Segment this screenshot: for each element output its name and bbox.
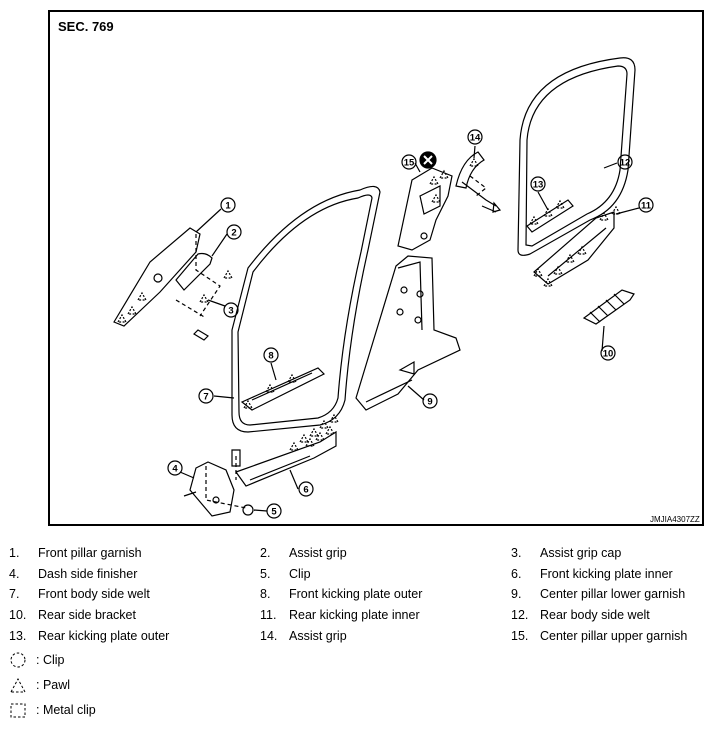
callout-leaders — [179, 145, 640, 512]
legend-text: Rear kicking plate outer — [38, 628, 170, 643]
metal-clip-symbol-icon — [10, 703, 26, 718]
legend-text: Assist grip cap — [540, 546, 622, 560]
callout-3: 3 — [228, 306, 233, 317]
legend-text: Front kicking plate outer — [289, 587, 423, 602]
pawl-markers — [116, 157, 622, 451]
legend-number: 9. — [511, 587, 522, 602]
callout-5: 5 — [271, 507, 277, 518]
dash-side-finisher — [183, 461, 235, 517]
clip-part — [242, 504, 254, 516]
callout-9: 9 — [427, 397, 432, 408]
not-reusable-icon — [419, 151, 437, 169]
legend-text: Assist grip — [289, 546, 347, 560]
legend-number: 7. — [9, 587, 20, 602]
pawl-symbol-icon — [10, 677, 26, 693]
center-pillar-upper-garnish — [397, 167, 453, 251]
front-kicking-plate-outer — [240, 367, 326, 411]
legend-number: 3. — [511, 546, 522, 560]
legend-number: 8. — [260, 587, 271, 602]
symbol-clip-row: : Clip — [8, 651, 64, 669]
symbol-pawl-label: : Pawl — [36, 678, 71, 692]
legend-number: 15. — [511, 628, 529, 643]
callout-2: 2 — [231, 228, 236, 239]
callout-15: 15 — [404, 158, 415, 169]
legend-number: 5. — [260, 566, 271, 581]
callout-circles — [167, 129, 654, 519]
callout-1: 1 — [225, 201, 231, 212]
legend-text: Dash side finisher — [38, 566, 138, 581]
symbol-metal-clip-row: : Metal clip — [8, 701, 96, 719]
callout-6: 6 — [303, 485, 308, 496]
legend-number: 10. — [9, 608, 27, 623]
legend-text: Front kicking plate inner — [540, 566, 673, 581]
legend-text: Assist grip — [289, 628, 347, 643]
legend-text: Front pillar garnish — [38, 546, 142, 560]
front-body-side-welt — [231, 185, 381, 433]
exploded-parts-diagram: 1 2 3 4 5 6 7 8 9 10 11 12 13 14 15 — [113, 57, 654, 519]
legend-number: 4. — [9, 566, 20, 581]
legend-number: 1. — [9, 546, 20, 560]
legend-number: 2. — [260, 546, 271, 560]
callout-7: 7 — [203, 392, 208, 403]
diagram-frame — [48, 10, 704, 526]
symbol-metal-clip-label: : Metal clip — [36, 703, 96, 717]
callout-14: 14 — [470, 133, 481, 144]
legend-text: Rear body side welt — [540, 608, 650, 623]
bolt-icons — [193, 205, 497, 341]
front-assist-grip — [175, 252, 213, 291]
center-pillar-lower-garnish — [355, 255, 461, 411]
legend-number: 13. — [9, 628, 27, 643]
legend-text: Center pillar upper garnish — [540, 628, 688, 643]
legend-text: Clip — [289, 566, 311, 581]
rear-kicking-plate-outer — [526, 199, 574, 233]
front-pillar-garnish — [113, 227, 201, 327]
diagram-code: JMJIA4307ZZ — [650, 515, 700, 524]
legend-number: 12. — [511, 608, 529, 623]
symbol-clip-label: : Clip — [36, 653, 65, 667]
callout-4: 4 — [172, 464, 178, 475]
front-kicking-plate-inner — [231, 430, 337, 487]
clip-symbol-icon — [10, 652, 26, 668]
callout-12: 12 — [620, 158, 631, 169]
callout-8: 8 — [268, 351, 273, 362]
legend-number: 11. — [260, 608, 277, 623]
rear-body-side-welt — [517, 57, 636, 256]
rear-side-bracket — [582, 289, 635, 325]
legend-number: 6. — [511, 566, 522, 581]
leader-lines — [175, 175, 487, 509]
legend-number: 14. — [260, 628, 278, 643]
callout-11: 11 — [641, 201, 652, 212]
callout-10: 10 — [603, 349, 614, 360]
legend-text: Rear side bracket — [38, 608, 136, 623]
legend-text: Center pillar lower garnish — [540, 587, 686, 602]
symbol-pawl-row: : Pawl — [8, 676, 70, 694]
callout-13: 13 — [533, 180, 544, 191]
legend-text: Rear kicking plate inner — [289, 608, 420, 623]
callout-numbers: 1 2 3 4 5 6 7 8 9 10 11 12 13 14 15 — [172, 133, 651, 518]
legend-text: Front body side welt — [38, 587, 150, 602]
section-label: SEC. 769 — [58, 19, 114, 34]
rear-assist-grip — [455, 151, 502, 213]
